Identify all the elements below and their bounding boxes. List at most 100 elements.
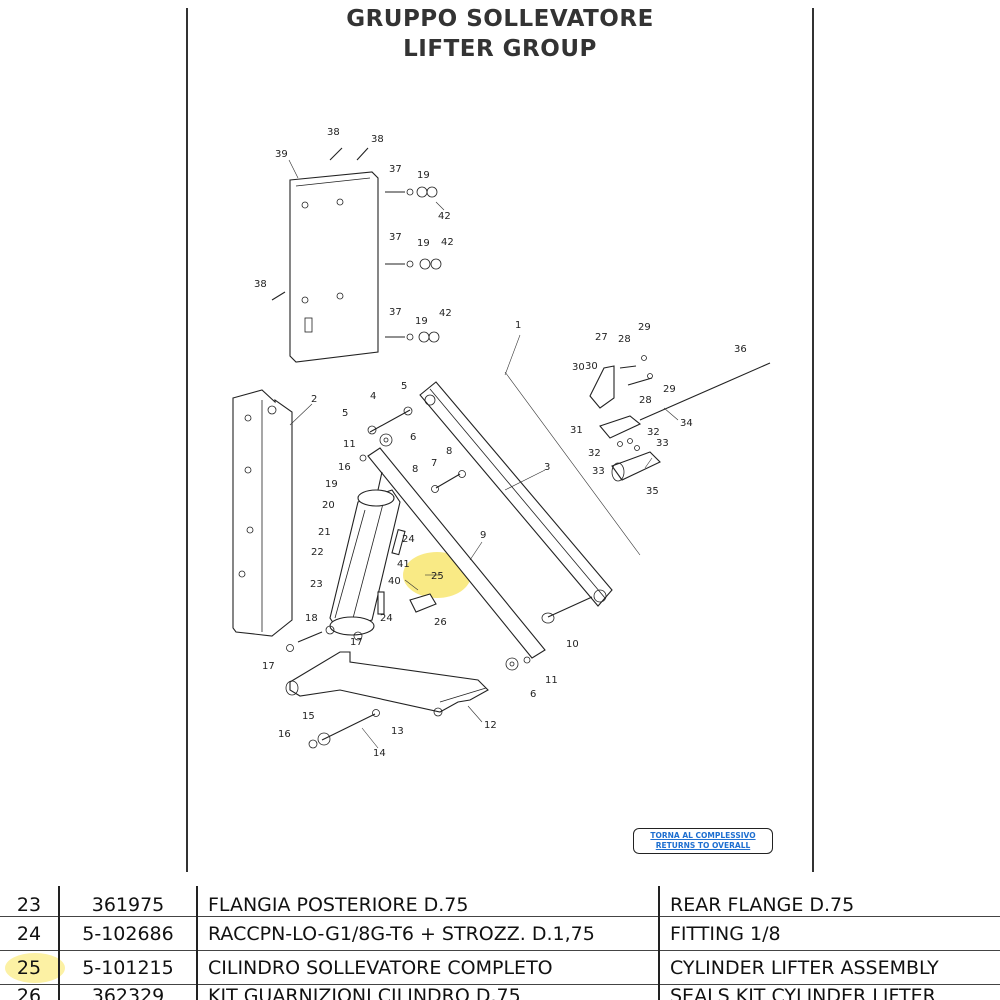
title-italian: GRUPPO SOLLEVATORE (346, 6, 654, 32)
description-english: FITTING 1/8 (659, 916, 1000, 951)
frame-left-line (186, 8, 188, 872)
part-2-side-frame (232, 389, 293, 637)
callout-label: 30 (572, 362, 585, 373)
callout-label: 17 (350, 637, 363, 648)
part-10-pin (541, 596, 593, 624)
callout-label: 37 (389, 164, 402, 175)
return-button-label-en: RETURNS TO OVERALL (655, 841, 751, 850)
callout-label: 16 (278, 729, 291, 740)
callout-label: 3 (544, 462, 550, 473)
callout-label: 26 (434, 617, 447, 628)
callout-label: 6 (530, 689, 536, 700)
frame-right-line (812, 8, 814, 872)
callout-label: 5 (342, 408, 348, 419)
part-4-8-pins-washers (367, 406, 466, 493)
callout-label: 31 (570, 425, 583, 436)
callout-label: 28 (618, 334, 631, 345)
callout-label: 38 (327, 127, 340, 138)
part-38-pins (271, 147, 369, 301)
part-14-threaded-rod (308, 709, 380, 749)
callout-label: 11 (343, 439, 356, 450)
callout-label: 12 (484, 720, 497, 731)
part-37-bolts-and-nuts (385, 186, 442, 343)
table-row: 26 362329 KIT GUARNIZIONI CILINDRO D.75 … (0, 984, 1000, 1000)
part-3-main-arm (419, 381, 613, 607)
callout-label: 34 (680, 418, 693, 429)
callout-label: 39 (275, 149, 288, 160)
table-row-highlighted: 25 5-101215 CILINDRO SOLLEVATORE COMPLET… (0, 950, 1000, 985)
table-row: 24 5-102686 RACCPN-LO-G1/8G-T6 + STROZZ.… (0, 916, 1000, 951)
callout-label: 28 (639, 395, 652, 406)
callout-label: 5 (401, 381, 407, 392)
return-button-label-it: TORNA AL COMPLESSIVO (650, 831, 756, 840)
callout-label: 29 (638, 322, 651, 333)
part-code: 361975 (59, 886, 198, 917)
part-12-bottom-frame (285, 651, 489, 717)
description-italian: FLANGIA POSTERIORE D.75 (197, 886, 660, 917)
callout-label: 8 (446, 446, 452, 457)
callout-label: 24 (380, 613, 393, 624)
description-italian: RACCPN-LO-G1/8G-T6 + STROZZ. D.1,75 (197, 916, 660, 951)
callout-label: 41 (397, 559, 410, 570)
callout-label: 19 (417, 170, 430, 181)
callout-label: 1 (515, 320, 521, 331)
callout-label: 36 (734, 344, 747, 355)
callout-label: 33 (656, 438, 669, 449)
part-25-lifter-cylinder (329, 471, 406, 636)
part-26-seals-kit (409, 593, 437, 613)
callout-label: 27 (595, 332, 608, 343)
part-39-cover-plate (289, 171, 379, 363)
table-row: 23 361975 FLANGIA POSTERIORE D.75 REAR F… (0, 886, 1000, 917)
callout-label: 10 (566, 639, 579, 650)
callout-label: 24 (402, 534, 415, 545)
callout-label: 20 (322, 500, 335, 511)
callout-label: 19 (325, 479, 338, 490)
callout-label: 6 (410, 432, 416, 443)
callout-label: 37 (389, 307, 402, 318)
callout-label: 17 (262, 661, 275, 672)
callout-label: 23 (310, 579, 323, 590)
return-to-overall-button[interactable]: TORNA AL COMPLESSIVO RETURNS TO OVERALL (633, 828, 773, 854)
description-italian: CILINDRO SOLLEVATORE COMPLETO (197, 950, 660, 985)
highlighted-callout-25: 25 (431, 571, 444, 582)
callout-label: 37 (389, 232, 402, 243)
callout-label: 30 (585, 361, 598, 372)
callout-label: 42 (439, 308, 452, 319)
callout-label: 8 (412, 464, 418, 475)
part-code: 362329 (59, 984, 198, 1000)
item-highlight-marker: 25 (4, 952, 66, 983)
callout-label: 32 (647, 427, 660, 438)
exploded-view-diagram: 38 38 39 37 19 42 37 19 42 38 37 19 42 1… (232, 127, 771, 759)
item-number: 26 (0, 984, 60, 1000)
title-english: LIFTER GROUP (403, 36, 597, 62)
item-number: 24 (0, 916, 60, 951)
part-code: 5-101215 (59, 950, 198, 985)
description-english: CYLINDER LIFTER ASSEMBLY (659, 950, 1000, 985)
callout-label: 21 (318, 527, 331, 538)
callout-label: 32 (588, 448, 601, 459)
callout-label: 16 (338, 462, 351, 473)
callout-label: 18 (305, 613, 318, 624)
callout-label: 15 (302, 711, 315, 722)
callout-label: 11 (545, 675, 558, 686)
callout-leader-lines (288, 159, 679, 749)
page-title: GRUPPO SOLLEVATORE LIFTER GROUP (200, 4, 800, 64)
callout-label: 35 (646, 486, 659, 497)
callout-label: 42 (441, 237, 454, 248)
callout-label: 19 (417, 238, 430, 249)
part-code: 5-102686 (59, 916, 198, 951)
callout-label: 19 (415, 316, 428, 327)
callout-label: 4 (370, 391, 376, 402)
callout-label: 29 (663, 384, 676, 395)
description-italian: KIT GUARNIZIONI CILINDRO D.75 (197, 984, 660, 1000)
item-number-highlighted: 25 (0, 950, 66, 985)
callout-label: 33 (592, 466, 605, 477)
callout-label: 42 (438, 211, 451, 222)
callout-label: 9 (480, 530, 486, 541)
callout-label: 14 (373, 748, 386, 759)
parts-table: 23 361975 FLANGIA POSTERIORE D.75 REAR F… (0, 886, 1000, 1000)
callout-label: 22 (311, 547, 324, 558)
callout-label: 38 (254, 279, 267, 290)
callout-label: 38 (371, 134, 384, 145)
part-27-35-handle-assembly (589, 355, 771, 482)
